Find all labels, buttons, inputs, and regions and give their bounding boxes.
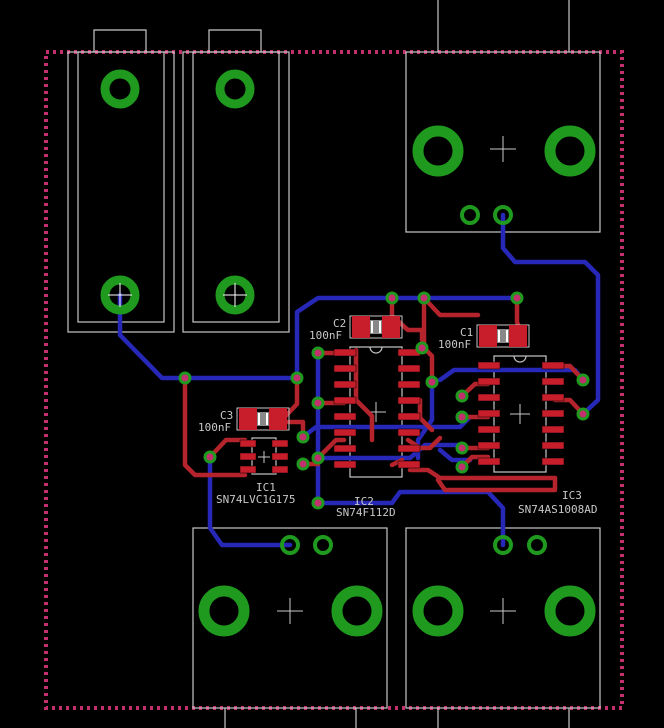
c2-ref-label: C2 bbox=[333, 317, 346, 330]
jack-bl-pad-right bbox=[331, 585, 383, 637]
vias bbox=[178, 291, 590, 510]
battery-right-pad-top bbox=[215, 69, 255, 109]
c3-value-label: 100nF bbox=[198, 421, 231, 434]
capacitor-c3 bbox=[236, 407, 290, 431]
through-hole-pads bbox=[100, 69, 596, 637]
jack-bl-small-pad-1 bbox=[280, 535, 300, 555]
jack-bottom-left-outline bbox=[192, 527, 388, 728]
jack-br-small-pad-1 bbox=[493, 535, 513, 555]
jack-bl-small-pad-2 bbox=[313, 535, 333, 555]
jack-top-small-pad-1 bbox=[460, 205, 480, 225]
battery-left-pad-bottom bbox=[100, 275, 140, 315]
jack-top-pad-right bbox=[544, 125, 596, 177]
jack-top-pad-left bbox=[412, 125, 464, 177]
jack-br-pad-left bbox=[412, 585, 464, 637]
capacitor-c1 bbox=[476, 324, 530, 348]
ic1-value-label: SN74LVC1G175 bbox=[216, 493, 295, 506]
ic2-value-label: SN74F112D bbox=[336, 506, 396, 519]
ic2-outline bbox=[349, 346, 403, 478]
jack-br-pad-right bbox=[544, 585, 596, 637]
ic1-ref-label: IC1 bbox=[256, 481, 276, 494]
component-labels: C2 100nF C1 100nF C3 100nF IC1 SN74LVC1G… bbox=[198, 317, 597, 519]
c1-ref-label: C1 bbox=[460, 326, 473, 339]
c3-ref-label: C3 bbox=[220, 409, 233, 422]
ic2-pads bbox=[333, 348, 421, 469]
c1-value-label: 100nF bbox=[438, 338, 471, 351]
jack-bl-pad-left bbox=[198, 585, 250, 637]
battery-right-pad-bottom bbox=[215, 275, 255, 315]
battery-holder-right bbox=[182, 29, 290, 333]
jack-br-small-pad-2 bbox=[527, 535, 547, 555]
ic2-ref-label: IC2 bbox=[354, 495, 374, 508]
c2-value-label: 100nF bbox=[309, 329, 342, 342]
smd-capacitors bbox=[236, 315, 530, 431]
pad-crosshairs bbox=[108, 283, 247, 307]
ic3-ref-label: IC3 bbox=[562, 489, 582, 502]
jack-top-small-pad-2 bbox=[493, 205, 513, 225]
battery-left-pad-top bbox=[100, 69, 140, 109]
ic1-pads bbox=[239, 439, 289, 474]
ic3-pads bbox=[477, 361, 565, 466]
capacitor-c2 bbox=[349, 315, 403, 339]
ic3-value-label: SN74AS1008AD bbox=[518, 503, 597, 516]
